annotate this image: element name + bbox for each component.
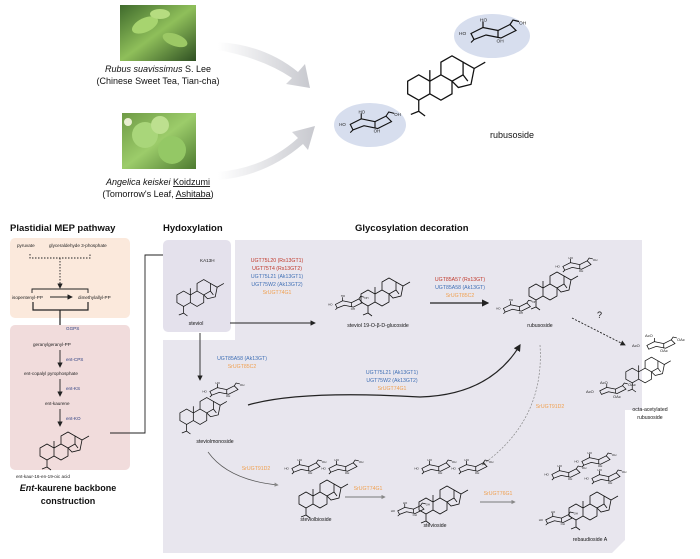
enzyme-label: UGT85A57 (Rs13GT) [435, 277, 485, 283]
step2-enzyme-list: UGT85A57 (Rs13GT) UGT85A58 (Ak13GT) SrUGT8… [435, 277, 485, 299]
acetoxy-label: AcO [645, 333, 653, 338]
octa-label-2: rubusoside [637, 415, 662, 421]
source-common-rubus: (Chinese Sweet Tea, Tian-cha) [97, 76, 220, 86]
unknown-step-mark: ? [597, 310, 602, 320]
kaurene: ent-kaurene [45, 401, 70, 406]
octa-label-1: octa-acetylated [632, 407, 667, 413]
heading-glycosylation: Glycosylation decoration [355, 223, 469, 234]
enzyme-ko: ent-KO [66, 416, 81, 421]
acetoxy-label: AcO [586, 389, 594, 394]
top-product-label: rubusoside [490, 130, 534, 140]
steviolbioside-label: steviolbioside [300, 517, 331, 523]
enzyme-label: UGT75T4 (Rs13GT2) [252, 266, 302, 272]
acetoxy-label: AcO [632, 343, 640, 348]
enzyme-ka13h: KA13H [200, 258, 215, 263]
steviol-label: steviol [189, 321, 204, 327]
plant-photo-angelica [122, 113, 196, 169]
enzyme-cps: ent-CPS [66, 357, 83, 362]
backbone-panel [10, 325, 130, 470]
enzyme-label: SrUGT85C2 [228, 364, 257, 370]
backbone-caption-2: construction [41, 496, 96, 506]
enzyme-label: SrUGT74G1 [263, 290, 292, 296]
rebaudioside-label: rebaudioside A [573, 537, 608, 543]
enzyme-label: UGT75L20 (Rs13GT1) [251, 258, 304, 264]
source-arrow-bottom [218, 126, 315, 180]
stev-to-reb-enzyme: SrUGT76G1 [484, 491, 513, 497]
enzyme-label: UGT75L21 (Ak13GT1) [366, 370, 418, 376]
pyruvate: pyruvate [17, 243, 35, 248]
enzyme-label: UGT75L21 (Ak13GT1) [251, 274, 303, 280]
glucoside-label: steviol 19-O-β-D-glucoside [347, 323, 409, 329]
bio-to-stev-enzyme: SrUGT74G1 [354, 486, 383, 492]
mono-to-bio-enzyme: SrUGT91D2 [242, 466, 271, 472]
source-species-angelica: Angelica keiskei Koidzumi [105, 177, 210, 187]
monoside-enzyme-list: UGT85A58 (Ak13GT) SrUGT85C2 [217, 356, 267, 370]
acetoxy-label: OAc [628, 382, 636, 387]
stevioside-label: stevioside [423, 523, 446, 529]
rubusoside-label: rubusoside [527, 323, 552, 329]
enzyme-label: UGT85A58 (Ak13GT) [435, 285, 485, 291]
acetoxy-label: OAc [613, 394, 621, 399]
source-species-rubus: Rubus suavissimus S. Lee [105, 64, 211, 74]
heading-hydroxylation: Hydoxylation [163, 223, 223, 234]
acetoxy-label: OAc [677, 337, 685, 342]
acetoxy-label: OAc [660, 348, 668, 353]
rubusoside-structure-top [334, 14, 530, 147]
ipp: isopentenyl-PP [12, 295, 43, 300]
rub-to-stevioside-enzyme: SrUGT91D2 [536, 404, 565, 410]
enzyme-label: UGT75W2 (Ak13GT2) [366, 378, 418, 384]
ggpp: geranylgeranyl-PP [33, 342, 71, 347]
enzyme-label: UGT75W2 (Ak13GT2) [251, 282, 303, 288]
heading-mep: Plastidial MEP pathway [10, 223, 116, 234]
steviolmonoside-label: steviolmonoside [196, 439, 233, 445]
backbone-caption: Ent-kaurene backbone [20, 483, 117, 493]
enzyme-label: SrUGT85C2 [446, 293, 475, 299]
dmapp: dimethylallyl-PP [78, 295, 111, 300]
kaurenoic-acid: ent-kaur-16-en-19-oic acid [16, 474, 70, 479]
g3p: glyceraldehyde 3-phosphate [49, 243, 107, 248]
enzyme-label: SrUGT74G1 [378, 386, 407, 392]
mep-panel [10, 238, 130, 318]
cpp: ent-copalyl pyrophosphate [24, 371, 78, 376]
acetoxy-label: AcO [600, 380, 608, 385]
enzyme-ggps: GGPS [66, 326, 79, 331]
enzyme-ks: ent-KS [66, 386, 80, 391]
source-arrow-top [218, 42, 310, 88]
source-common-angelica: (Tomorrow's Leaf, Ashitaba) [102, 189, 213, 199]
monoside-to-rubusoside-enzyme-list: UGT75L21 (Ak13GT1) UGT75W2 (Ak13GT2) SrUGT… [366, 370, 418, 392]
plant-photo-rubus [120, 5, 196, 61]
enzyme-label: UGT85A58 (Ak13GT) [217, 356, 267, 362]
step1-enzyme-list: UGT75L20 (Rs13GT1) UGT75T4 (Rs13GT2) UGT75… [251, 258, 304, 296]
